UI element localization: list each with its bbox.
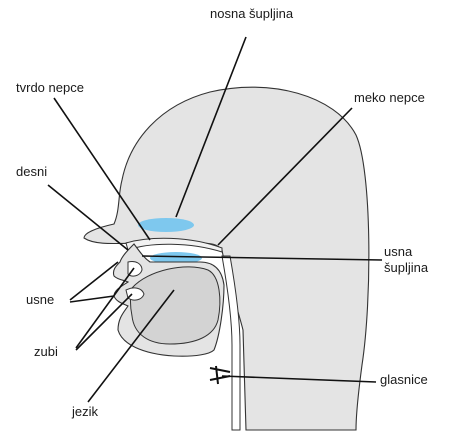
nasal-cavity-shape: [138, 218, 194, 232]
tongue-shape: [131, 267, 220, 344]
label-hard-palate: tvrdo nepce: [16, 80, 84, 96]
vocal-cords-shape: [210, 366, 230, 384]
label-oral-cavity-line2: šupljina: [384, 260, 428, 275]
leader-lips-lower: [70, 296, 114, 302]
label-soft-palate: meko nepce: [354, 90, 425, 106]
label-vocal-cords: glasnice: [380, 372, 428, 388]
label-lips: usne: [26, 292, 54, 308]
label-oral-cavity: usna šupljina: [384, 244, 428, 276]
label-tongue: jezik: [72, 404, 98, 420]
label-nasal-cavity: nosna šupljina: [210, 6, 293, 22]
label-teeth: zubi: [34, 344, 58, 360]
label-gums: desni: [16, 164, 47, 180]
label-oral-cavity-line1: usna: [384, 244, 412, 259]
leader-lips-upper: [70, 262, 118, 300]
